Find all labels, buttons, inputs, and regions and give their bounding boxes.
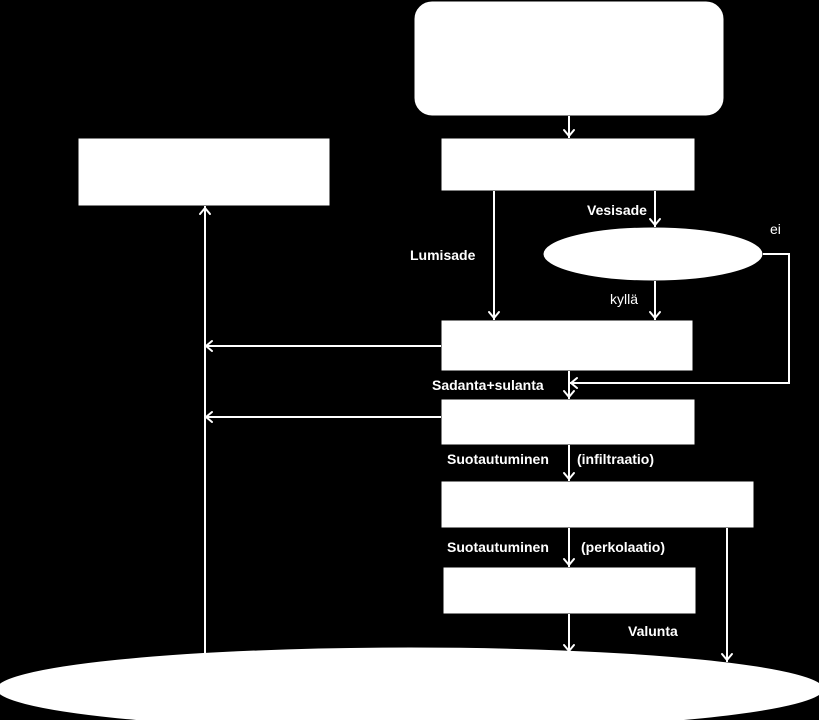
arrow-ei (570, 253, 790, 384)
arrowhead (488, 311, 500, 319)
soil-box (440, 480, 755, 529)
arrowhead (721, 653, 733, 661)
label-kylla: kyllä (610, 291, 638, 307)
top-rounded-box (413, 0, 725, 117)
arrowhead (563, 390, 575, 398)
arrowhead (563, 129, 575, 137)
label-infiltraatio: (infiltraatio) (577, 451, 654, 467)
label-suotautuminen-1: Suotautuminen (447, 451, 549, 467)
surface-box (440, 398, 696, 446)
label-suotautuminen-2: Suotautuminen (447, 539, 549, 555)
arrowhead (563, 644, 575, 652)
arrowhead (563, 472, 575, 480)
arrowhead (649, 311, 661, 319)
precipitation-box (440, 137, 696, 192)
arrowhead (563, 558, 575, 566)
decision-ellipse (542, 226, 764, 282)
label-lumisade: Lumisade (410, 247, 476, 263)
label-valunta: Valunta (628, 623, 678, 639)
left-box (77, 137, 331, 207)
groundwater-box (442, 566, 697, 615)
arrowhead (649, 218, 661, 226)
snow-box (440, 319, 694, 372)
arrowhead (199, 207, 211, 215)
label-vesisade: Vesisade (587, 202, 647, 218)
arrowhead (570, 377, 578, 389)
bottom-ellipse (0, 646, 819, 720)
label-perkolaatio: (perkolaatio) (581, 539, 665, 555)
label-ei: ei (770, 221, 781, 237)
label-sadanta-sulanta: Sadanta+sulanta (432, 377, 544, 393)
connectors (199, 116, 790, 662)
